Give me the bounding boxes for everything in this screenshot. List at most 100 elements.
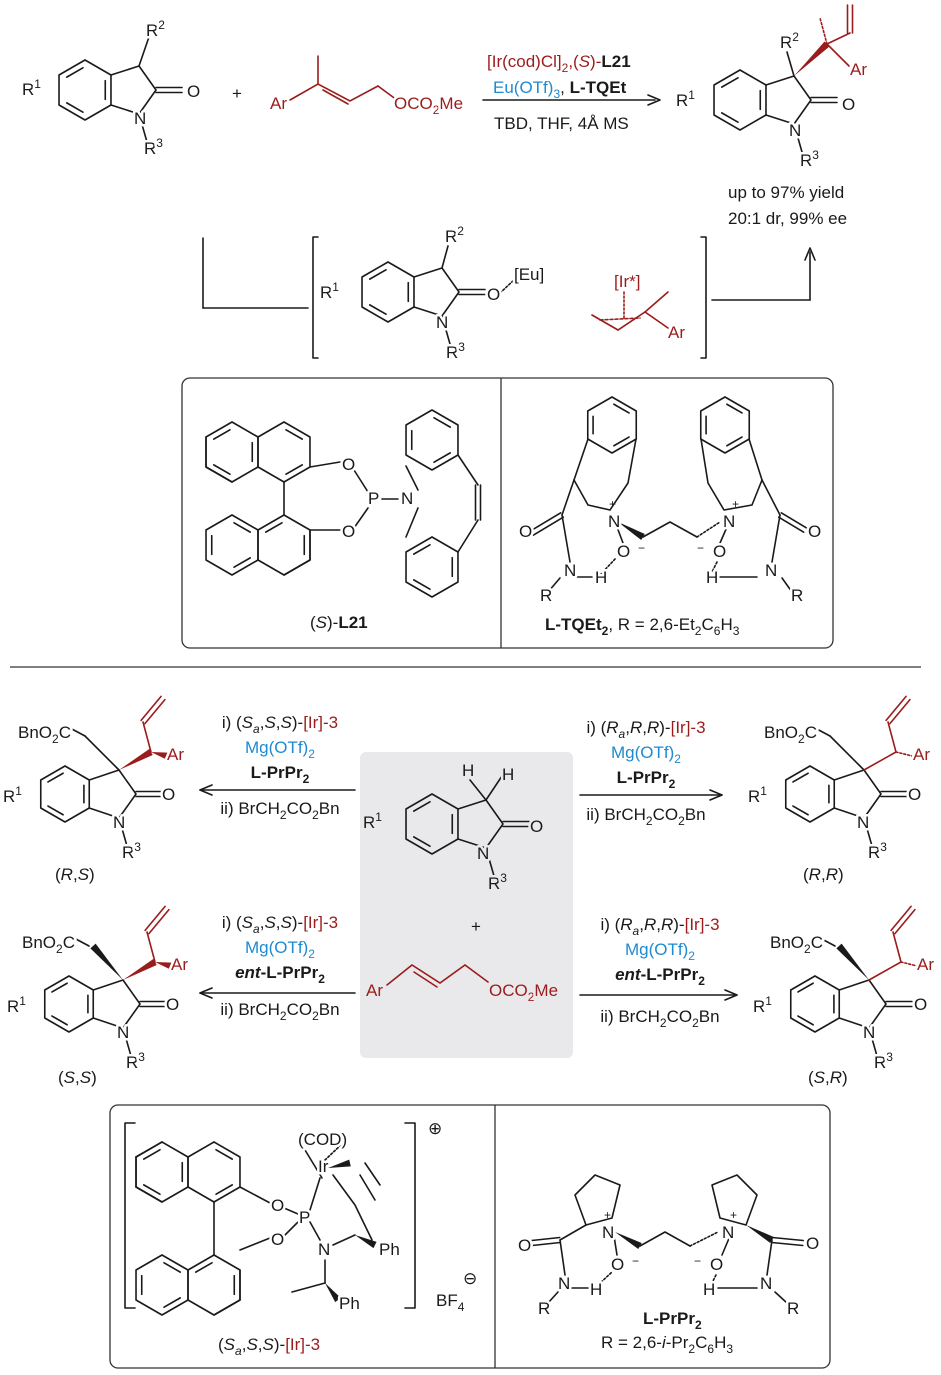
n-substituent-bond [122,1027,132,1057]
atom-label: Ar [668,323,685,342]
atom-label: H [706,568,718,587]
atom-label: N [117,1023,129,1042]
atom-label: O [271,1230,284,1249]
n-r-bond [774,1291,788,1304]
oxindole-five-ring [765,75,812,125]
n-o-bond [616,526,624,544]
side-chain-bond [863,751,897,771]
charge-minus: − [638,541,645,555]
linker-bond [696,521,721,538]
atom-label: N [722,1223,734,1242]
condition-step-2: ii) BrCH2CO2Bn [586,805,705,828]
condition-step-2: ii) BrCH2CO2Bn [600,1007,719,1030]
ch2-bond [829,735,865,771]
condition-line-3: TBD, THF, 4Å MS [494,114,629,133]
charge-plus: + [609,497,616,511]
c-n-bond [771,514,781,563]
c-h-bond [485,775,503,801]
lewis-acid: Mg(OTf)2 [245,738,315,761]
atom-label: O [914,995,927,1014]
charge-minus: − [632,1254,639,1268]
atom-label: BnO2C [764,723,817,746]
aromatic-bond [412,579,431,591]
naphthalene-ring [257,421,311,483]
atom-label: R2 [146,18,165,40]
atom-label: O [187,82,200,101]
methyl-bond [819,17,828,45]
bold-bond [135,1141,163,1158]
atom-label: R1 [320,280,339,302]
aromatic-bond [433,452,452,464]
aromatic-bond [726,436,743,447]
ligand-name: L-PrPr2 [251,763,310,786]
wedge-bond [155,962,172,970]
atom-label: Ir [318,1157,329,1176]
atom-label: O [162,785,175,804]
c-n-bond [561,514,571,563]
aromatic-bond [163,1297,182,1309]
methyl-bond [644,291,669,313]
prpr-r-definition: R = 2,6-i-Pr2C6H3 [601,1333,733,1356]
ester-bond [73,937,90,947]
aromatic-bond [792,772,809,783]
tqet-labels: O N H R N + O − N + O − O H N R L-TQEt2,… [517,497,824,638]
vinyl-double-bond [894,908,916,935]
atom-label: [Eu] [514,265,544,284]
pyrrolidine-ring [574,1174,621,1226]
l21-labels: O O P N (S)-L21 [310,453,416,633]
wedge-bond [618,522,645,541]
atom-label: N [477,844,489,863]
carbonyl-bond [530,1236,561,1242]
bracket-left [312,236,319,359]
plus-sign: + [232,84,242,103]
n-substituent-bond [118,817,128,847]
oxindole-five-ring [457,799,504,849]
c-n-bond [766,1239,773,1276]
prpr-caption: L-PrPr2 [643,1309,702,1332]
vinyl-double-bond [889,698,911,725]
aromatic-bond [65,66,84,78]
atom-label: O [617,542,630,561]
atom-label: N [113,813,125,832]
ir3-caption: (Sa,S,S)-[Ir]-3 [218,1335,320,1358]
n-r-bond [547,577,561,593]
n-substituent-bond [441,315,451,345]
oxindole-five-ring [413,267,460,317]
c-o-bond [239,1237,271,1251]
lewis-acid: Mg(OTf)2 [611,743,681,766]
atom-label: N [318,1240,330,1259]
ir-cod-bond [324,1142,344,1161]
atom-label: N [760,1274,772,1293]
atom-label: R2 [445,224,464,246]
n-c-bond [405,507,419,538]
atom-label: N [602,1223,614,1242]
arrow-head [199,987,213,999]
substrate-panel [360,752,573,1058]
atom-label: P [368,489,379,508]
atom-label: R [787,1299,799,1318]
aromatic-bond [47,772,64,783]
oxindole-five-ring [88,769,137,819]
atom-label: P [299,1208,310,1227]
atom-label: O [710,1255,723,1274]
arrow-head [647,94,661,106]
intermediate-labels: R2 R1 O [Eu] N R3 [Ir*] Ar [318,222,688,365]
c-c-bond [761,479,781,516]
atom-label: BnO2C [18,723,71,746]
bracket-right [700,236,707,359]
ethylene-linker [642,521,698,538]
pi-allyl [591,311,669,331]
lewis-acid: Mg(OTf)2 [245,938,315,961]
atom-label: R [791,586,803,605]
c-o-bond [309,461,341,468]
atom-label: H [462,761,474,780]
hashed-bond [900,961,918,967]
aromatic-bond [142,1184,161,1196]
tqet-caption: L-TQEt2, R = 2,6-Et2C6H3 [545,615,740,638]
atom-label: BnO2C [22,933,75,956]
o-p-bond [283,1221,299,1237]
vinyl-bond [826,32,851,45]
condition-line-2: Eu(OTf)3, L-TQEt [493,78,627,101]
